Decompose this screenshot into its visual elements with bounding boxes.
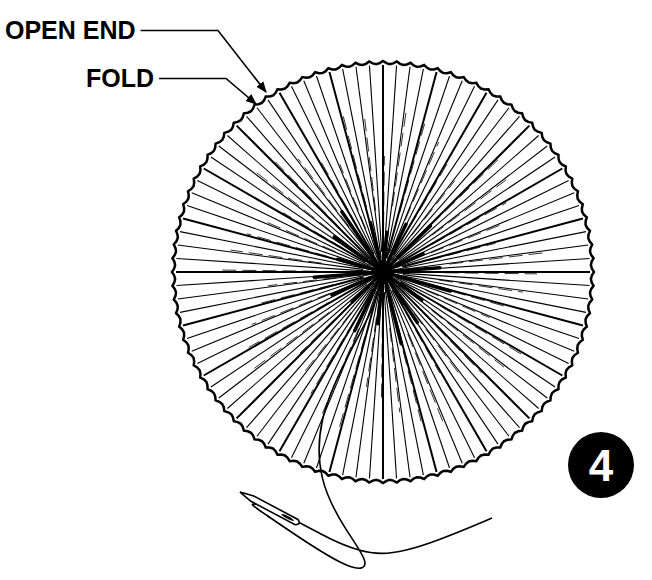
part-label: FOLD (86, 66, 154, 91)
callout-number: 4 (589, 444, 613, 488)
step-badge (568, 432, 634, 498)
leader-arrow (141, 31, 266, 93)
leader-arrow (159, 79, 256, 105)
thread (252, 276, 492, 568)
part-label: OPEN END (5, 18, 136, 43)
yoyo-outline (172, 61, 594, 483)
pleat-lines (176, 65, 590, 479)
needle (239, 489, 301, 526)
